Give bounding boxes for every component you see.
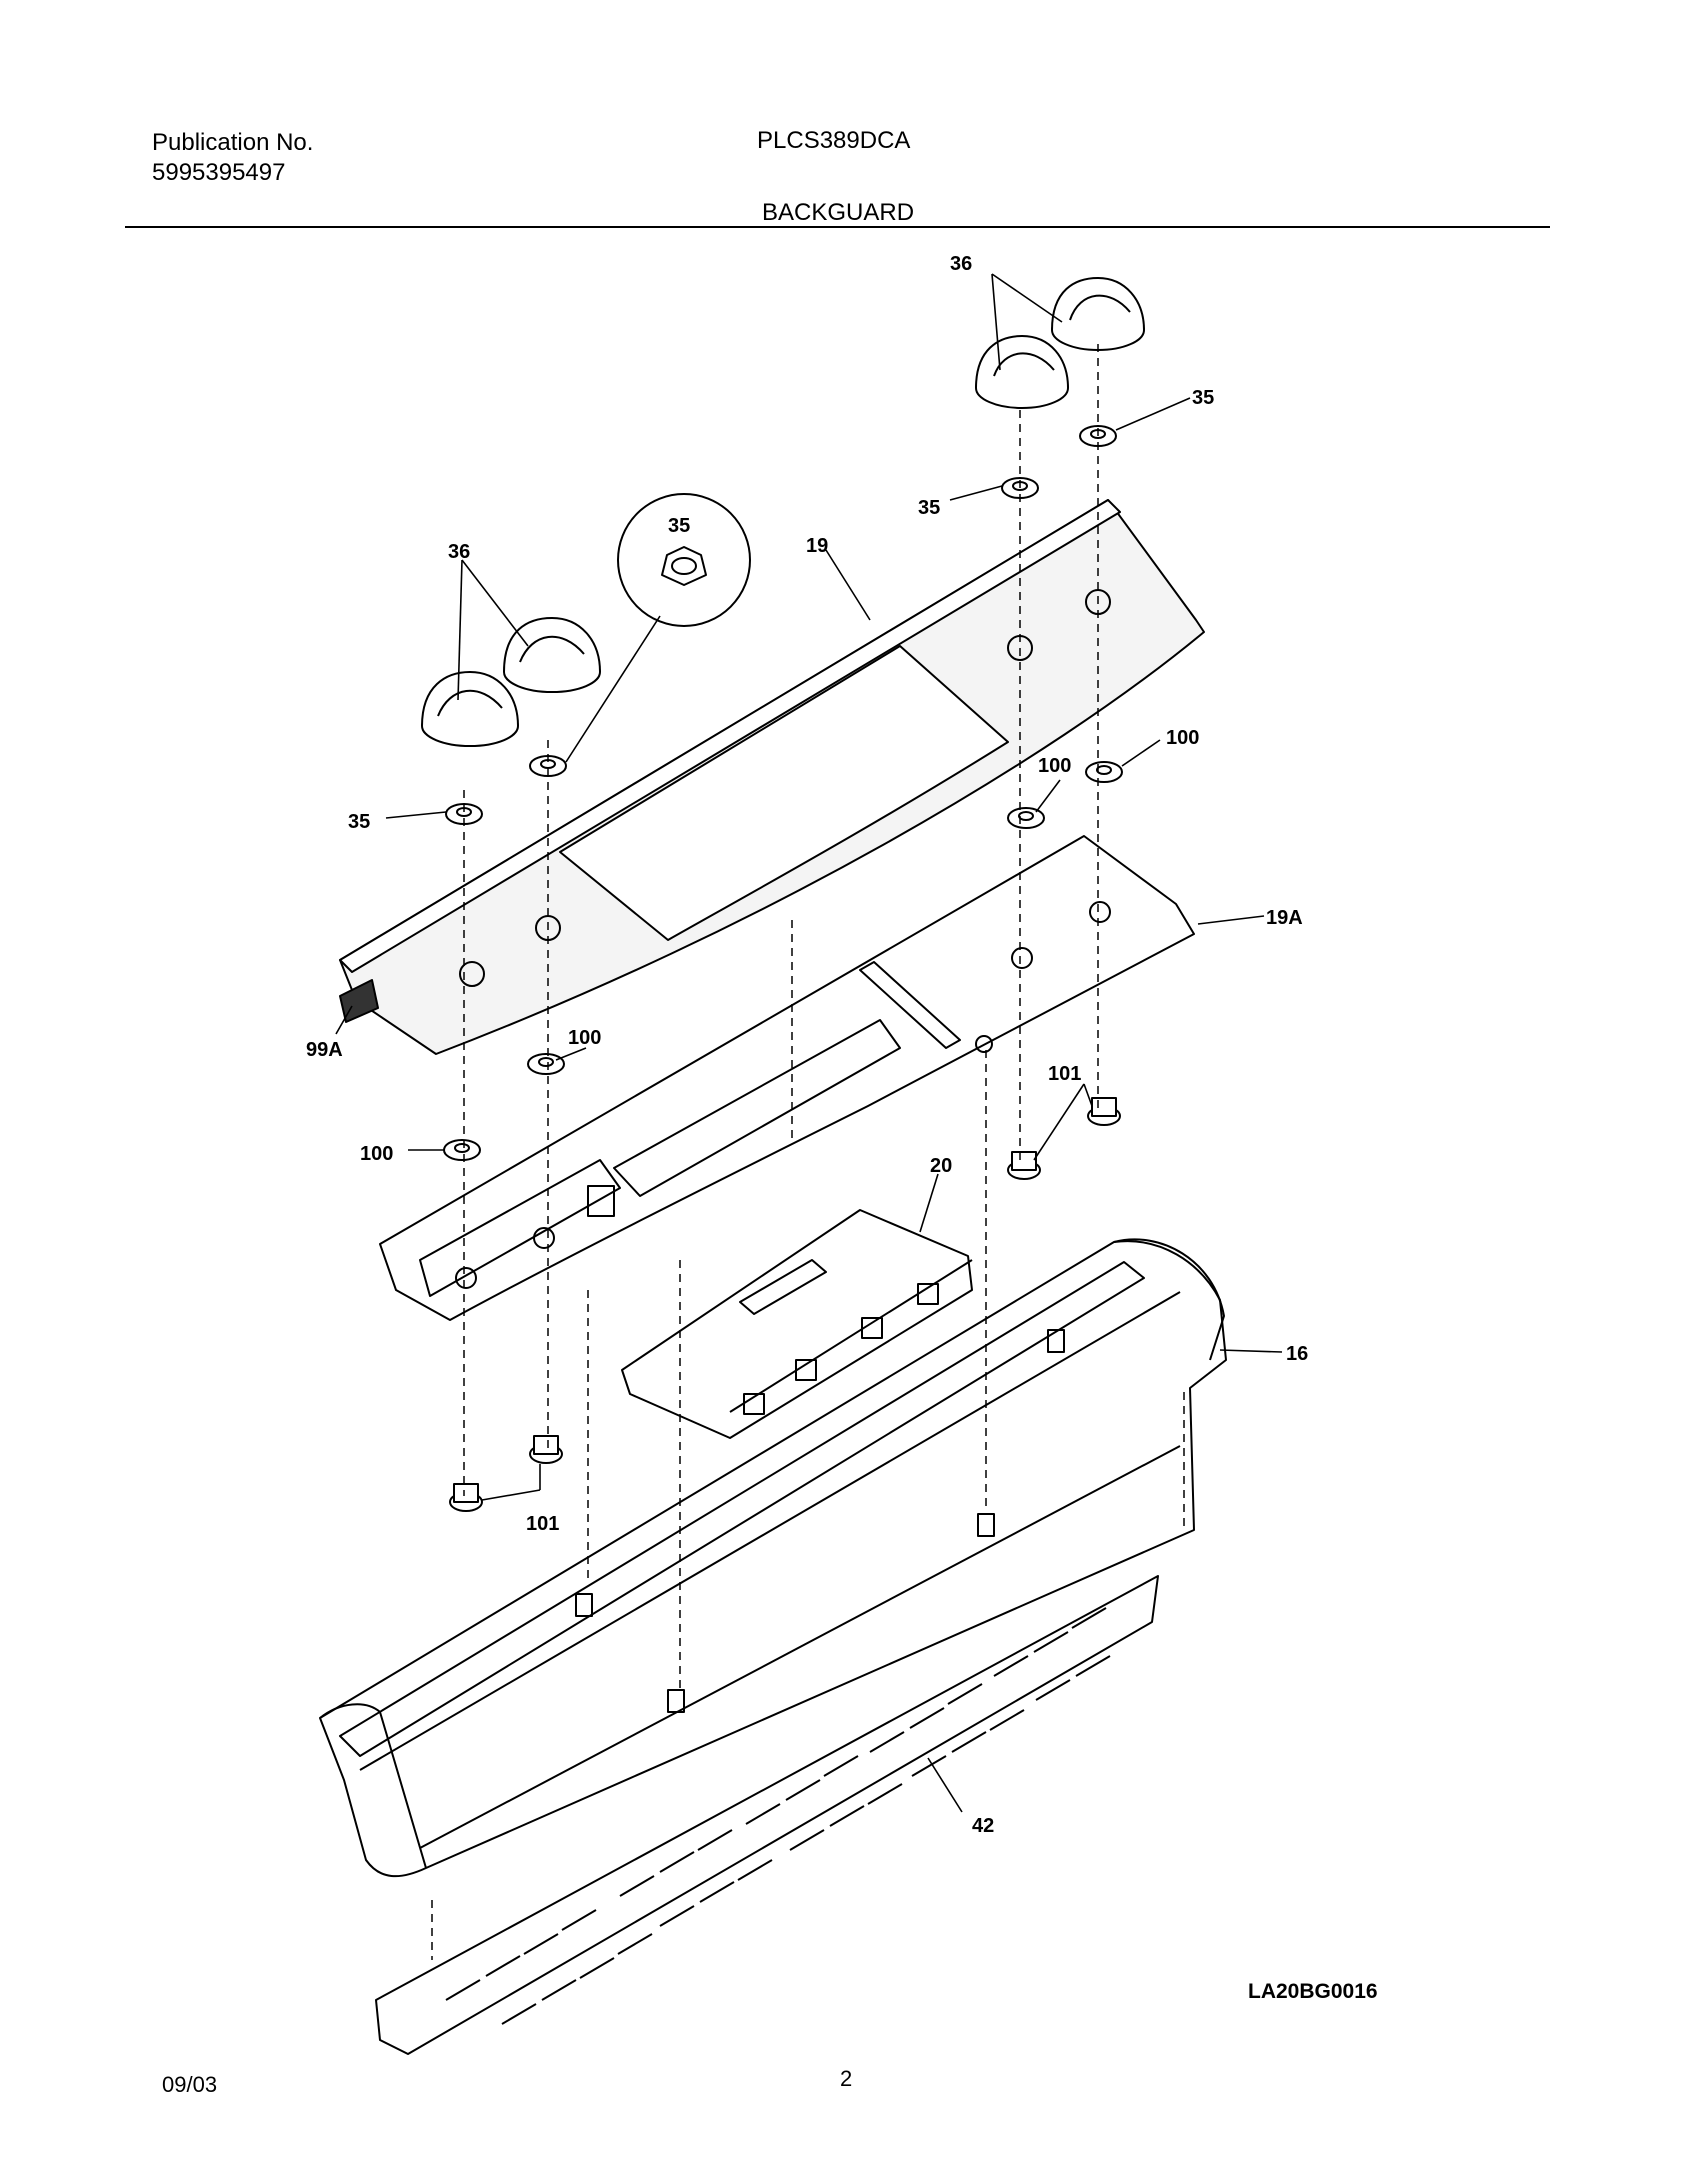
callout-100-left-upper: 100 (568, 1027, 601, 1049)
publication-label: Publication No. (152, 129, 314, 156)
callout-20: 20 (930, 1155, 952, 1177)
hex-nut-100-right (1085, 761, 1123, 783)
model-number: PLCS389DCA (757, 127, 911, 154)
callout-19: 19 (806, 535, 828, 557)
callout-100-left: 100 (360, 1143, 393, 1165)
footer-date: 09/03 (162, 2072, 218, 2097)
callout-35-center: 35 (918, 497, 940, 519)
page-number: 2 (840, 2066, 853, 2091)
callout-100-right: 100 (1166, 727, 1199, 749)
hex-nut-100-center (1007, 807, 1045, 829)
callout-36-upper-left: 36 (448, 541, 470, 563)
knob-part-36-left-rear (503, 617, 601, 693)
hex-nut-100-left (443, 1139, 481, 1161)
panel-frame-part-19A (379, 835, 1195, 1321)
flange-nut-101-left-rear (529, 1435, 563, 1464)
flange-nut-101-right-front (1007, 1151, 1041, 1180)
callout-35-left: 35 (348, 811, 370, 833)
header-rule (125, 226, 1550, 228)
callout-42: 42 (972, 1815, 994, 1837)
assembly-centerlines (431, 344, 1185, 1960)
vent-panel-part-42 (375, 1575, 1159, 2055)
leader-lines (335, 273, 1283, 1813)
knob-part-36-right-front (975, 335, 1069, 409)
backguard-part-16 (319, 1238, 1227, 1878)
section-title: BACKGUARD (762, 199, 915, 226)
callout-101-left: 101 (526, 1513, 559, 1535)
flange-nut-101-right-rear (1087, 1097, 1121, 1126)
publication-number: 5995395497 (152, 159, 286, 186)
callout-99A: 99A (306, 1039, 343, 1061)
callout-16: 16 (1286, 1343, 1308, 1365)
callout-100-center: 100 (1038, 755, 1071, 777)
knob-part-36-right-rear (1051, 277, 1145, 351)
drawing-code: LA20BG0016 (1248, 1980, 1378, 2003)
callout-101-right: 101 (1048, 1063, 1081, 1085)
knob-part-36-left-front (421, 671, 519, 747)
callout-35-detail: 35 (668, 515, 690, 537)
hex-nut-100-left-upper (527, 1053, 565, 1075)
control-panel-part-19 (339, 499, 1205, 1055)
callout-19A: 19A (1266, 907, 1303, 929)
control-board-part-20 (621, 1209, 973, 1439)
flange-nut-101-left-front (449, 1483, 483, 1512)
callout-36-upper-right: 36 (950, 253, 972, 275)
callout-35-upper-right: 35 (1192, 387, 1214, 409)
